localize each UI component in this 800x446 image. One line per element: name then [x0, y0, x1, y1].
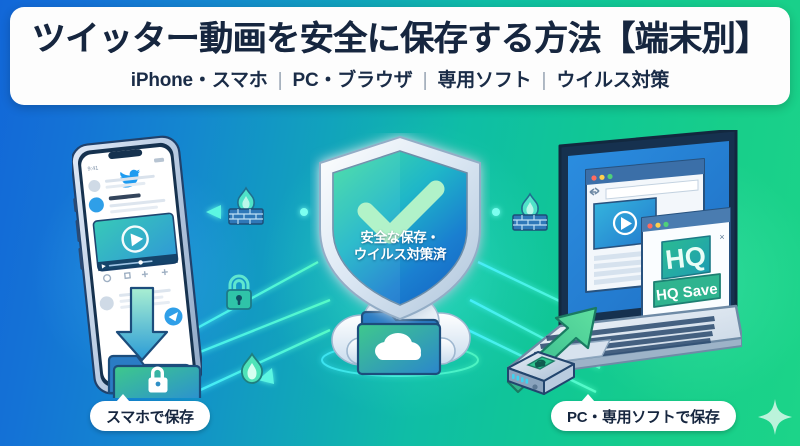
subtitle-separator-3: | — [541, 69, 547, 91]
flame-icon-lower-left — [234, 352, 270, 388]
subtitle-part-2: PC・ブラウザ — [292, 69, 413, 91]
page-title: ツイッター動画を安全に保存する方法【端末別】 — [31, 20, 770, 59]
hq-save-button[interactable]: HQ Save — [653, 273, 721, 308]
sparkle-icon — [757, 398, 793, 436]
pill-pc-label: PC・専用ソフトで保存 — [567, 408, 720, 426]
laptop-screen: × HQ HQ Save — [558, 128, 738, 328]
download-arrow-icon — [115, 286, 169, 362]
subtitle-separator-1: | — [277, 69, 283, 91]
external-drive-icon — [502, 348, 580, 404]
cloud-folder-icon — [356, 310, 442, 376]
hq-quality-badge: HQ — [661, 235, 711, 280]
laptop-illustration: × HQ HQ Save — [498, 128, 744, 398]
subtitle-part-4: ウイルス対策 — [556, 69, 670, 91]
brick-wall-icon — [228, 208, 264, 225]
header-card: ツイッター動画を安全に保存する方法【端末別】 iPhone・スマホ | PC・ブ… — [10, 7, 790, 105]
downloader-app-window[interactable]: × HQ HQ Save — [641, 207, 731, 321]
security-shield: 安全な保存・ ウイルス対策済 — [310, 133, 490, 323]
close-icon: × — [719, 232, 724, 242]
padlock-icon-left — [222, 272, 256, 312]
firewall-icon-right — [508, 192, 552, 232]
subtitle-separator-2: | — [422, 69, 428, 91]
shield-check-icon — [357, 180, 445, 244]
locked-folder-icon — [107, 354, 202, 404]
label-save-on-smartphone: スマホで保存 — [90, 394, 210, 431]
subtitle-part-3: 専用ソフト — [437, 69, 532, 91]
page-subtitle: iPhone・スマホ | PC・ブラウザ | 専用ソフト | ウイルス対策 — [130, 65, 670, 92]
hq-badge-label: HQ — [664, 241, 708, 275]
smartphone-illustration: 9:41 — [70, 134, 204, 404]
subtitle-part-1: iPhone・スマホ — [130, 69, 268, 91]
hq-save-label: HQ Save — [655, 281, 718, 305]
brick-wall-icon — [512, 214, 548, 231]
flame-icon — [237, 186, 255, 212]
flame-icon — [521, 192, 539, 218]
firewall-icon-left — [224, 186, 268, 226]
pill-phone-label: スマホで保存 — [106, 408, 194, 426]
label-save-on-pc: PC・専用ソフトで保存 — [551, 394, 736, 431]
svg-text:9:41: 9:41 — [87, 166, 98, 173]
lock-badge-icon — [526, 356, 556, 370]
